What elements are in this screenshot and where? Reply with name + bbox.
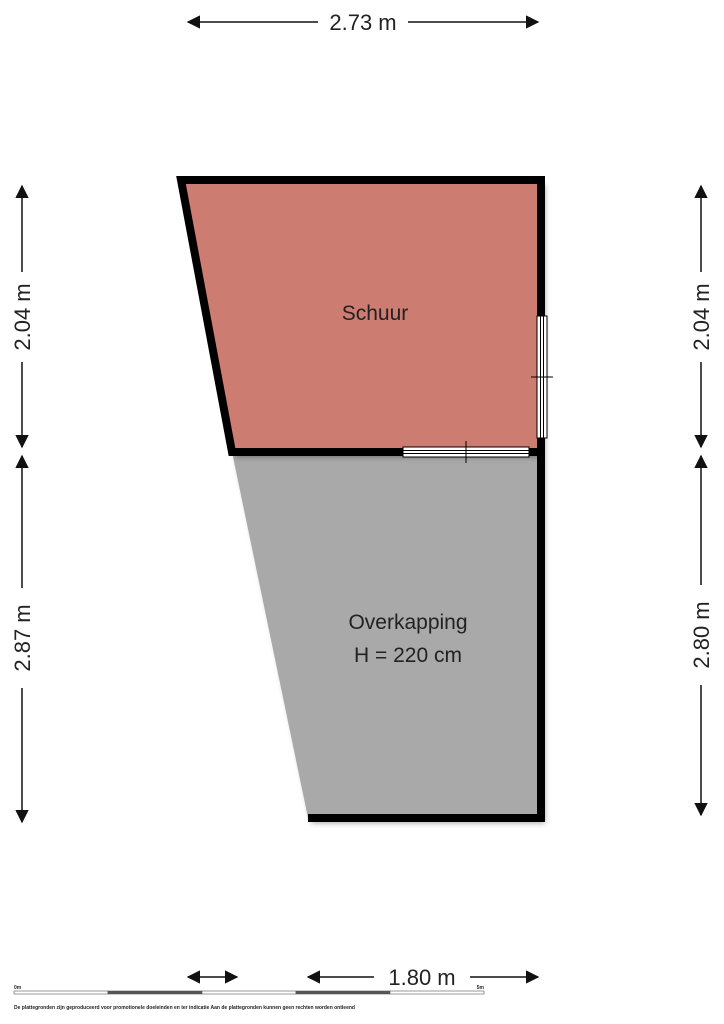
dimension-right-lower-label: 2.80 m [689, 601, 714, 668]
room-label-overkapping: Overkapping [348, 611, 467, 634]
dimension-top: 2.73 m [186, 10, 540, 35]
dimension-bottom: 1.80 m [306, 965, 540, 990]
room-overkapping [232, 452, 541, 818]
wall-overkapping [308, 452, 545, 822]
dimension-bottom-label: 1.80 m [388, 965, 455, 990]
wall-schuur-top-left [176, 176, 545, 456]
scale-bar: 0m 5m [13, 985, 485, 995]
disclaimer: De plattegronden zijn geproduceerd voor … [14, 1005, 355, 1011]
window-right [531, 315, 553, 439]
dimension-right-upper-label: 2.04 m [689, 283, 714, 350]
scale-bar-end: 5m [477, 985, 485, 991]
dimension-left-lower: 2.87 m [10, 454, 35, 824]
room-schuur [181, 180, 541, 452]
scale-bar-start: 0m [14, 985, 22, 991]
room-label-schuur: Schuur [342, 302, 409, 325]
dimension-right-upper: 2.04 m [689, 184, 714, 449]
room-height-note: H = 220 cm [354, 644, 462, 667]
dimension-left-upper-label: 2.04 m [10, 283, 35, 350]
dimension-right-lower: 2.80 m [689, 454, 714, 817]
dimension-top-label: 2.73 m [329, 10, 396, 35]
dimension-left-upper: 2.04 m [10, 184, 35, 449]
walls [176, 176, 545, 822]
dimension-left-lower-label: 2.87 m [10, 604, 35, 671]
window-partition [402, 441, 530, 463]
